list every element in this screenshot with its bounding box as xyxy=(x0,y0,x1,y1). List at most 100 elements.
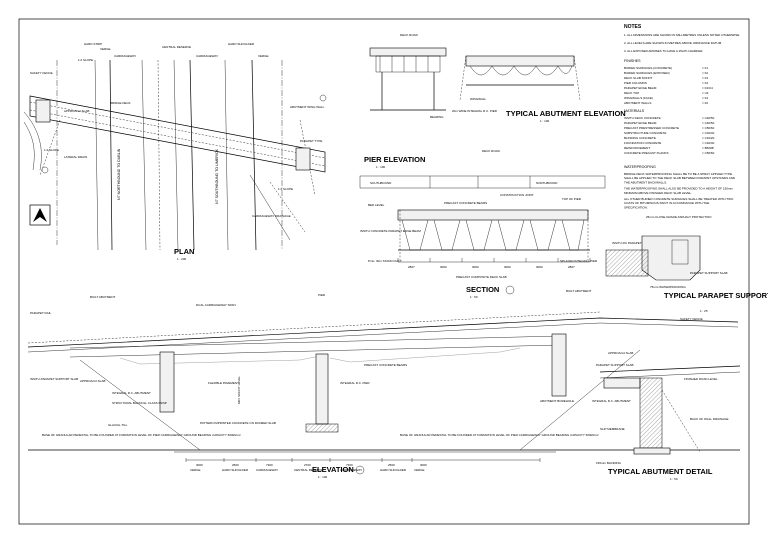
finish-code: = F2 xyxy=(702,101,708,105)
notes-line: 3. ALL EXPOSED ARRISES TO HAVE A 25x25 C… xyxy=(624,49,703,53)
waterproofing-line: THE WATERPROOFING SHALL ALSO BE PROVIDED… xyxy=(624,187,733,191)
finish-item: DECK SLAB SOFFIT xyxy=(624,76,653,80)
plan-note: ABUTMENT WING WALL xyxy=(290,105,325,109)
elev-word: CARRIAGEWAY xyxy=(340,468,362,472)
elev-footnote-left: BASE OF GRANULAR PEDESTAL TO BE FOUNDED … xyxy=(42,433,241,437)
elev-label: DUAL CARRIAGEWAY SPAN xyxy=(196,303,236,307)
finish-code: = F3 xyxy=(702,76,708,80)
parapet-section-scale: 1 : 25 xyxy=(700,309,708,313)
pier-label: NORTHBOUND xyxy=(536,181,558,185)
finish-item: WINGWALLS (FACE) xyxy=(624,96,653,100)
elev-label: SAFETY FENCE xyxy=(680,317,703,321)
parapet-label: PARAPET SUPPORT SLAB xyxy=(690,271,727,275)
elev-footnote-right: BASE OF GRANULAR PEDESTAL TO BE FOUNDED … xyxy=(400,433,599,437)
elevation-title: ELEVATION xyxy=(312,465,354,474)
pier-label: TOP OF PIER xyxy=(562,197,582,201)
detail-label: BACK OF WALL DRAINAGE xyxy=(690,417,728,421)
finish-item: PARAPET EDGE BEAM xyxy=(624,86,657,90)
waterproofing-line: ALL OTHER BURIED CONCRETE SURFACES SHALL… xyxy=(624,197,734,201)
plan-slope-label: 1:2 SLOPE xyxy=(278,187,293,191)
abutment-detail-view: APPROACH SLAB PARAPET SUPPORT SLAB FINIS… xyxy=(592,351,741,481)
plan-strip-label: CARRIAGEWAY xyxy=(114,54,136,58)
plan-note: SAFETY FENCE xyxy=(30,71,53,75)
material-item: SUBSTRUCTURE CONCRETE xyxy=(624,131,666,135)
material-item: FOUNDATION CONCRETE xyxy=(624,141,661,145)
waterproofing-line: THE ABUTMENT BACKWALLS. xyxy=(624,180,667,184)
material-code: = C40/50 xyxy=(702,121,715,125)
elev-label: PATTERN IMPRINTED CONCRETE ON FRAMED SLA… xyxy=(200,421,276,425)
pier-label: SOUTHBOUND xyxy=(370,181,392,185)
north-arrow-icon xyxy=(29,204,51,226)
pier-elevation-view: 2867 3000 3000 3000 3000 2867 DECK ROAD … xyxy=(359,149,606,299)
elev-dim: 2700 xyxy=(304,463,311,467)
detail-label: INTEGRAL R.C. ABUTMENT xyxy=(592,399,631,403)
elev-dim: 2500 xyxy=(232,463,239,467)
waterproofing-list: BRIDGE DECK WATERPROOFING SHALL BE TO BE… xyxy=(624,172,736,209)
section-dim: 3000 xyxy=(504,265,511,269)
waterproofing-heading: WATERPROOFING xyxy=(624,165,656,169)
parapet-label: 75mm WATERPROOFING xyxy=(650,285,686,289)
elev-label: APPROACH SLAB xyxy=(80,379,105,383)
finish-item: ABUTMENT WALLS xyxy=(624,101,651,105)
waterproofing-line: MINIMUM ABOVE FINISHED DECK SLAB LEVEL. xyxy=(624,191,692,195)
plan-note: BRIDGE DECK xyxy=(110,101,131,105)
abutment-label: 20m WIDE INTEGRAL R.C. PIER xyxy=(452,109,498,113)
plan-note: CARRIAGEWAY DRAINAGE xyxy=(252,214,291,218)
material-item: PRECAST PRESTRESSED CONCRETE xyxy=(624,126,679,130)
plan-strip-label: CENTRAL RESERVE xyxy=(162,45,191,49)
section-dim: 3000 xyxy=(472,265,479,269)
elev-label: FLEXIBLE PAVEMENT xyxy=(208,381,239,385)
elev-word: CENTRAL RESERVE xyxy=(294,468,323,472)
finish-item: BURIED SURFACES (CONCRETE) xyxy=(624,66,672,70)
material-code: = C32/40 xyxy=(702,141,715,145)
elev-word: CARRIAGEWAY xyxy=(256,468,278,472)
finish-code: = F4 xyxy=(702,81,708,85)
plan-note: LATERAL DRAIN xyxy=(64,155,87,159)
parapet-section-title: TYPICAL PARAPET SUPPORT SLAB SECTION xyxy=(664,291,768,300)
notes-line: 1. ALL DIMENSIONS ARE SHOWN IN MILLIMETR… xyxy=(624,33,740,37)
plan-strip-label: HARD STRIP xyxy=(84,42,102,46)
elev-word: VERGE xyxy=(414,468,425,472)
finish-item: BURIED SURFACES (EXPOSED) xyxy=(624,71,670,75)
elev-label: INSITU PARAPET SUPPORT SLAB xyxy=(30,377,78,381)
waterproofing-line: COATS OF BITUMINOUS PAINT IN ACCORDANCE … xyxy=(624,201,709,205)
elev-dim: 7300 xyxy=(346,463,353,467)
finish-code: = F1 xyxy=(702,66,708,70)
elev-label: ABUTMENT BOREHOLE xyxy=(540,399,574,403)
detail-label: 150mm BLINDING xyxy=(596,461,622,465)
plan-note: APPROACH SLAB xyxy=(64,109,89,113)
elevation-scale: 1 : 100 xyxy=(318,475,328,479)
section-scale: 1 : 50 xyxy=(470,295,478,299)
notes-heading: NOTES xyxy=(624,24,642,30)
pier-label: DECK ROAD xyxy=(482,149,501,153)
pier-label: PRECAST COMPOSITE DECK SLAB xyxy=(456,275,507,279)
abutment-detail-title: TYPICAL ABUTMENT DETAIL xyxy=(608,467,713,476)
materials-heading: MATERIALS xyxy=(624,109,645,113)
plan-strip-label: CARRIAGEWAY xyxy=(196,54,218,58)
finishes-list: BURIED SURFACES (CONCRETE) = F1 BURIED SUR… xyxy=(624,66,713,105)
abutment-label: BEARING xyxy=(430,115,444,119)
waterproofing-line: BRIDGE DECK WATERPROOFING SHALL BE TO BE… xyxy=(624,172,733,176)
material-code: = C16/20 xyxy=(702,136,715,140)
elev-word: HARD SHOULDER xyxy=(222,468,249,472)
finishes-heading: FINISHES xyxy=(624,59,641,63)
detail-label: APPROACH SLAB xyxy=(608,351,633,355)
pier-label: SPLAYED INTEGRAL PIER xyxy=(560,259,598,263)
plan-slope-label: 1:2 SLOPE xyxy=(78,58,93,62)
elev-dim: 7300 xyxy=(266,463,273,467)
elev-dim: 3000 xyxy=(420,463,427,467)
parapet-label: 25mm CLOSE GRADE ASPHALT PROTECTION xyxy=(646,215,711,219)
finish-code: = F4/U4 xyxy=(702,86,713,90)
abutment-label: WINGWALL xyxy=(470,97,487,101)
material-item: INSITU DECK CONCRETE xyxy=(624,116,661,120)
finish-item: DECK TOP xyxy=(624,91,639,95)
detail-label: SLIP MEMBRANE xyxy=(600,427,625,431)
plan-road-label: N7 NORTHBOUND TO DUBLIN xyxy=(117,148,121,200)
material-item: PARAPET EDGE BEAM xyxy=(624,121,657,125)
elev-dim: 2500 xyxy=(388,463,395,467)
elevation-view: 3000 2500 7300 2700 7300 2500 3000 VERGE… xyxy=(27,289,740,479)
elev-dim: 3000 xyxy=(196,463,203,467)
pier-label: BED LEVEL xyxy=(368,203,385,207)
abutment-elevation-title: TYPICAL ABUTMENT ELEVATION xyxy=(506,109,626,118)
